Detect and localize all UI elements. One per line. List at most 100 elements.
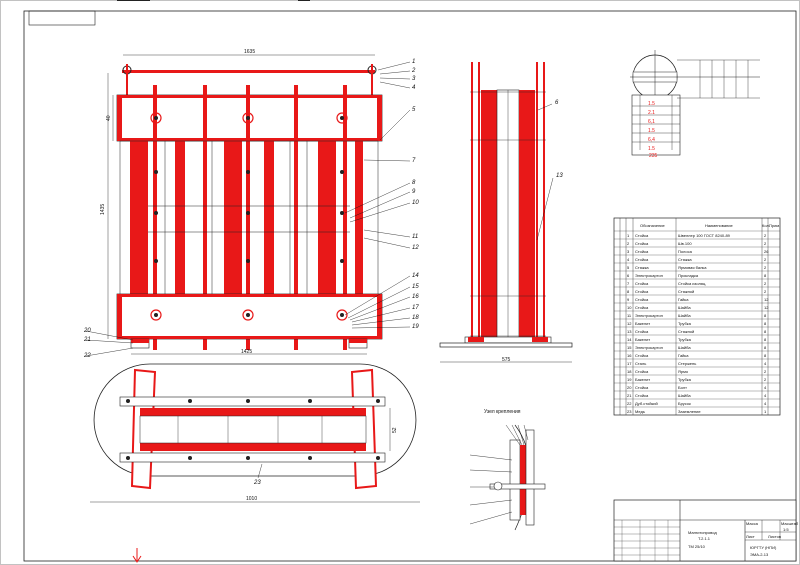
spec-cell-qty: 2 <box>764 233 767 238</box>
spec-cell-designation: Стойка <box>635 297 649 302</box>
spec-cell-designation: Дуб.стойкий <box>635 401 658 406</box>
title-scale-label: Масштаб <box>781 521 799 526</box>
bolt-detail: Узел крепления <box>469 409 546 531</box>
spec-cell-designation: Стяжка <box>635 265 649 270</box>
spec-cell-designation: Стойка <box>635 233 649 238</box>
spec-header-qty: Кол. <box>762 223 770 228</box>
spec-cell-pos: 16 <box>627 353 632 358</box>
title-group: ЭМА-2-13 <box>750 552 769 557</box>
spec-cell-name: Ярмо <box>678 369 689 374</box>
spec-cell-qty: 8 <box>764 273 767 278</box>
spec-cell-name: Полоса <box>678 249 693 254</box>
spec-cell-qty: 2 <box>764 377 767 382</box>
detail-label-2: 2.1 <box>648 110 655 116</box>
detail-label-5: 6,4 <box>648 137 655 143</box>
spec-cell-qty: 4 <box>764 385 767 390</box>
section-detail: 1.5 2.1 6,1 1.5 6,4 1.5 235 <box>630 50 760 159</box>
leader-1: 1 <box>412 59 415 65</box>
spec-cell-name: Ярмовая балка <box>678 265 707 270</box>
spec-cell-qty: 2 <box>764 241 767 246</box>
leader-12: 12 <box>412 245 419 251</box>
spec-cell-qty: 8 <box>764 345 767 350</box>
leader-14: 14 <box>412 273 419 279</box>
detail-width: 235 <box>649 153 658 159</box>
spec-cell-pos: 15 <box>627 345 632 350</box>
spec-cell-qty: 2 <box>764 369 767 374</box>
spec-cell-designation: Бакелит <box>635 321 650 326</box>
spec-cell-pos: 2 <box>627 241 630 246</box>
spec-cell-qty: 8 <box>764 321 767 326</box>
detail-label-6: 1.5 <box>648 146 655 152</box>
spec-cell-qty: 2 <box>764 265 767 270</box>
spec-cell-designation: Стойка <box>635 281 649 286</box>
leader-22: 22 <box>83 353 91 359</box>
spec-cell-pos: 6 <box>627 273 630 278</box>
dim-top-block: 40 <box>106 115 112 121</box>
spec-cell-qty: 2 <box>764 289 767 294</box>
leader-19: 19 <box>412 324 419 330</box>
title-mass-label: Масса <box>746 521 759 526</box>
spec-header-name: Наименование <box>705 223 734 228</box>
title-sheets-label: Листов <box>768 534 781 539</box>
spec-cell-name: Гайка <box>678 353 689 358</box>
spec-cell-pos: 13 <box>627 329 632 334</box>
spec-cell-name: Шайба <box>678 305 691 310</box>
dim-side-base: 575 <box>502 357 511 363</box>
front-leaders <box>85 61 411 357</box>
title-sheet-label: Лист <box>746 534 755 539</box>
leader-17: 17 <box>412 305 419 311</box>
spec-cell-name: Стяжной <box>678 289 694 294</box>
spec-cell-qty: 2 <box>764 281 767 286</box>
side-view: 575 6 13 <box>439 62 573 363</box>
spec-cell-name: Стяжка <box>678 257 692 262</box>
spec-cell-name: Шайба <box>678 345 691 350</box>
spec-cell-pos: 22 <box>627 401 632 406</box>
front-view: 1635 <box>100 49 383 355</box>
spec-cell-pos: 21 <box>627 393 632 398</box>
spec-cell-pos: 14 <box>627 337 632 342</box>
spec-cell-designation: Стойка <box>635 249 649 254</box>
leader-8: 8 <box>412 180 416 186</box>
spec-cell-pos: 17 <box>627 361 632 366</box>
spec-cell-pos: 5 <box>627 265 630 270</box>
spec-cell-pos: 3 <box>627 249 630 254</box>
title-org: ЮРГТУ (НПИ) <box>750 545 777 550</box>
title-sheet-code: ТМ 25/10 <box>688 544 706 549</box>
corner-stamp <box>28 10 96 26</box>
leader-6: 6 <box>555 100 559 106</box>
spec-cell-name: Болт <box>678 385 687 390</box>
spec-cell-qty: 12 <box>764 305 769 310</box>
spec-cell-pos: 19 <box>627 377 632 382</box>
spec-header-designation: Обозначение <box>640 223 666 228</box>
title-scale-value: 1:5 <box>783 527 789 532</box>
spec-cell-designation: Бакелит <box>635 337 650 342</box>
leader-4: 4 <box>412 85 416 91</box>
spec-cell-designation: Стойка <box>635 329 649 334</box>
spec-cell-qty: 8 <box>764 353 767 358</box>
spec-cell-qty: 12 <box>764 297 769 302</box>
spec-cell-pos: 4 <box>627 257 630 262</box>
spec-cell-pos: 8 <box>627 289 630 294</box>
spec-cell-pos: 20 <box>627 385 632 390</box>
spec-cell-designation: Бакелит <box>635 377 650 382</box>
spec-cell-designation: Электрокартон <box>635 313 663 318</box>
spec-cell-qty: 4 <box>764 401 767 406</box>
leader-2: 2 <box>411 68 416 74</box>
leader-20: 20 <box>83 328 91 334</box>
leader-3: 3 <box>412 76 416 82</box>
spec-cell-name: Стяжной <box>678 329 694 334</box>
dim-base-width: 1425 <box>241 349 252 355</box>
leader-16: 16 <box>412 294 419 300</box>
leader-5: 5 <box>412 107 416 113</box>
spec-cell-name: Заземление <box>678 409 701 414</box>
spec-cell-qty: 8 <box>764 337 767 342</box>
leader-18: 18 <box>412 315 419 321</box>
title-line-2: Т.2.1.1 <box>698 536 711 541</box>
detail-label-3: 6,1 <box>648 119 655 125</box>
spec-cell-name: Шайба <box>678 313 691 318</box>
spec-cell-qty: 1 <box>764 409 767 414</box>
drawing-frame <box>23 10 797 562</box>
